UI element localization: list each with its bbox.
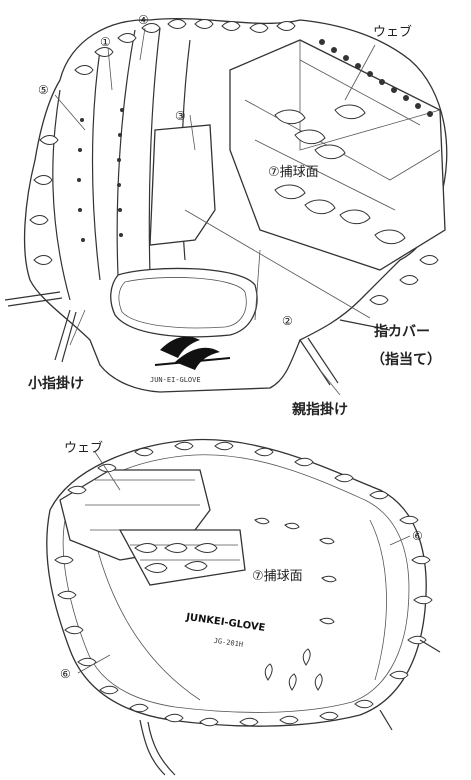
label-finger-cover: 指カバー: [374, 323, 430, 340]
glove-palm-view: ウェブ ⑦捕球面 ⑥ ⑥ JUNKEI-GLOVE JG-201H: [46, 438, 441, 776]
logo-mark: [154, 336, 231, 370]
label-num-6-left: ⑥: [60, 667, 71, 681]
web-top: [229, 39, 446, 271]
label-num-4: ④: [138, 13, 149, 27]
label-pocket-bottom: ⑦捕球面: [252, 568, 303, 584]
label-web-bottom: ウェブ: [64, 440, 103, 456]
label-pinky-hook: 小指掛け: [28, 375, 84, 392]
web-bottom: [59, 469, 246, 586]
palm-slots: [254, 517, 337, 691]
label-num-5: ⑤: [38, 83, 49, 97]
label-num-2: ②: [282, 314, 293, 328]
edge-lacing-bottom: [54, 441, 433, 727]
top-brand-text: JUN-EI-GLOVE: [150, 376, 201, 384]
stitch-holes: [77, 108, 124, 242]
label-finger-guard: （指当て）: [371, 351, 441, 368]
label-web-top: ウェブ: [373, 24, 412, 40]
label-pocket-top: ⑦捕球面: [268, 164, 319, 180]
label-num-1: ①: [100, 35, 111, 49]
label-num-3: ③: [175, 109, 186, 123]
edge-lacing-top: [29, 19, 439, 305]
glove-back-view: JUN-EI-GLOVE ① ④ ③ ⑤ ② ウェブ ⑦捕球面 指カバー （指当…: [4, 13, 448, 418]
label-thumb-hook: 親指掛け: [292, 401, 348, 418]
label-num-6-right: ⑥: [412, 529, 423, 543]
